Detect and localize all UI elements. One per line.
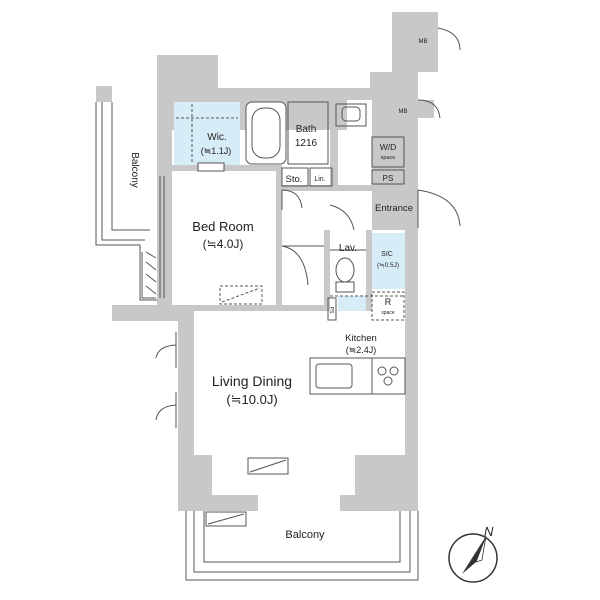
entrance-label: Entrance	[375, 203, 413, 214]
labels: Wic. (≒1.1J) Bath 1216 W/D space PS MB M…	[129, 39, 428, 541]
balcony-bottom-label: Balcony	[285, 529, 325, 541]
wd-label: W/D	[380, 142, 397, 152]
living-size: (≒10.0J)	[226, 392, 277, 407]
wic-size: (≒1.1J)	[201, 146, 232, 156]
ps-side-label: PS	[328, 307, 334, 314]
compass-needle-icon	[462, 536, 486, 574]
kitchen-label: Kitchen	[345, 333, 377, 344]
lav-label: Lav.	[339, 243, 357, 254]
r-sub: space	[381, 310, 395, 316]
wic-floor	[174, 102, 240, 165]
bedroom-floor	[174, 171, 276, 305]
living-floor	[194, 311, 405, 455]
floor-areas	[174, 102, 405, 495]
balcony-side-label: Balcony	[129, 152, 140, 188]
ps-top-label: PS	[383, 174, 394, 183]
bedroom-label: Bed Room	[192, 219, 253, 234]
bath-size: 1216	[295, 138, 318, 149]
walls	[96, 12, 438, 511]
wd-sub: space	[381, 155, 396, 161]
living-label: Living Dining	[212, 373, 292, 389]
kitchen-size: (≒2.4J)	[346, 345, 377, 355]
sto-label: Sto.	[286, 174, 303, 185]
sic-floor	[372, 233, 405, 289]
mb-mid-label: MB	[399, 109, 408, 115]
compass-north-label: N	[484, 524, 494, 539]
r-label: R	[385, 297, 392, 307]
line-work	[95, 27, 461, 581]
lin-label: Lin.	[314, 176, 325, 183]
bedroom-size: (≒4.0J)	[203, 237, 244, 251]
mb-top-label: MB	[419, 39, 428, 45]
compass: N	[448, 524, 498, 583]
bath-label: Bath	[296, 124, 317, 135]
sic-label: SIC	[381, 251, 393, 258]
sic-size: (≒0.5J)	[377, 262, 399, 269]
wic-label: Wic.	[207, 132, 226, 143]
